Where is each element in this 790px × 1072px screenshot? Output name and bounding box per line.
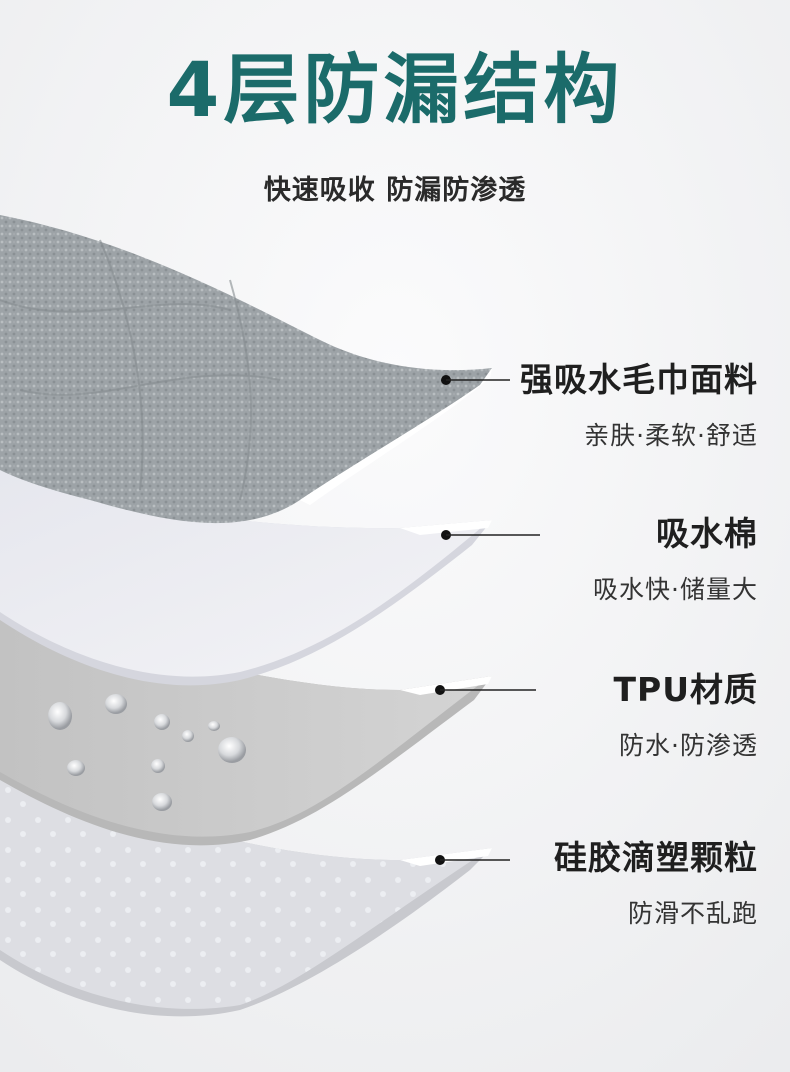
page-title: 4层防漏结构: [166, 45, 624, 134]
layer-title: 吸水棉: [656, 514, 758, 553]
layer-subtitle: 吸水快·储量大: [593, 574, 758, 604]
layer-subtitle: 亲肤·柔软·舒适: [584, 420, 758, 450]
cotton-layer: [0, 470, 492, 686]
page-subtitle: 快速吸收 防漏防渗透: [263, 175, 527, 206]
layer-subtitle: 防滑不乱跑: [627, 898, 758, 928]
layer-title: TPU材质: [613, 670, 758, 709]
layer-label-silicone: 硅胶滴塑颗粒 防滑不乱跑: [554, 838, 758, 930]
layer-title: 硅胶滴塑颗粒: [554, 838, 758, 877]
layer-label-tpu: TPU材质 防水·防渗透: [614, 670, 759, 762]
layer-label-cotton: 吸水棉 吸水快·储量大: [593, 514, 758, 606]
layer-title: 强吸水毛巾面料: [520, 360, 758, 399]
layer-label-towel: 强吸水毛巾面料 亲肤·柔软·舒适: [520, 360, 758, 452]
towel-layer: [0, 215, 492, 524]
layer-subtitle: 防水·防渗透: [619, 730, 758, 760]
pointer-lines: [435, 375, 540, 865]
water-droplets-icon: [48, 694, 246, 811]
